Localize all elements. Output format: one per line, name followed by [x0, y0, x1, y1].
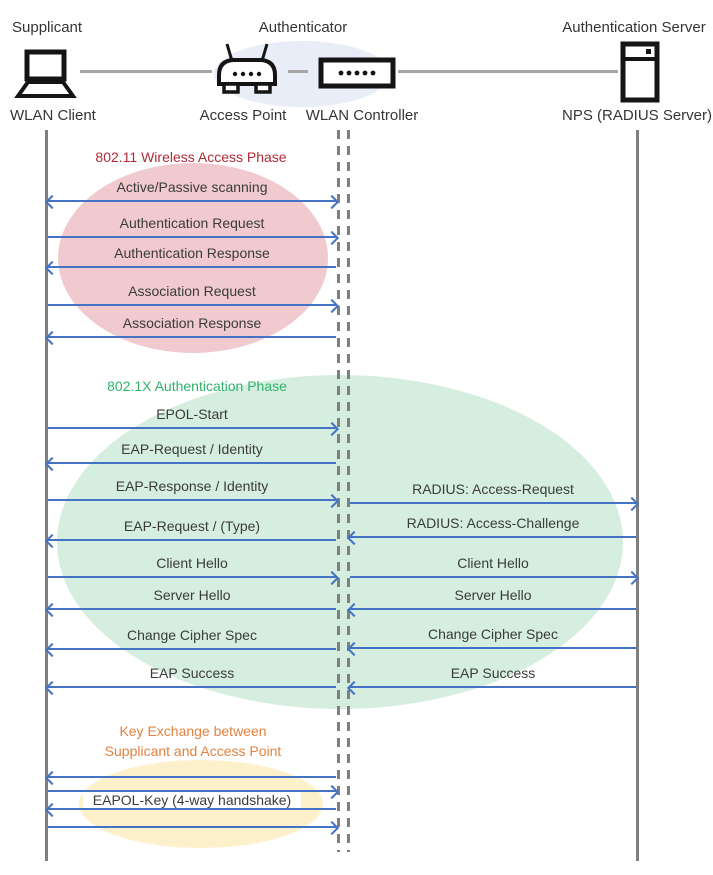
phase3-title-line2: Supplicant and Access Point [104, 743, 282, 759]
message-arrow [44, 642, 336, 657]
message-arrow [44, 194, 340, 209]
message-arrow [44, 802, 336, 817]
message-arrow [48, 570, 340, 585]
radius-server-lifeline [636, 130, 639, 861]
message-label: EAPOL-Key (4-way handshake) [48, 791, 336, 809]
message-arrow [44, 533, 336, 548]
message-arrow [346, 680, 636, 695]
supplicant-lifeline [45, 130, 48, 861]
message-arrow [44, 602, 336, 617]
message-arrow [346, 602, 636, 617]
message-arrow [44, 456, 336, 471]
message-arrow [44, 680, 336, 695]
phase1-highlight-ellipse [58, 163, 328, 353]
device-wlan-client: WLAN Client [10, 107, 96, 124]
message-label: Server Hello [153, 587, 231, 603]
device-radius-server: NPS (RADIUS Server) [561, 107, 713, 124]
message-arrow [48, 421, 340, 436]
wlan-controller-dashed-lifeline-left [337, 130, 340, 852]
role-authentication-server: Authentication Server [562, 19, 706, 36]
message-label: EAP-Request / Identity [121, 441, 263, 457]
phase3-title-line1: Key Exchange between [119, 723, 267, 739]
message-arrow [48, 820, 340, 835]
message-label: Association Response [122, 315, 262, 331]
phase3-title: Key Exchange between Supplicant and Acce… [43, 721, 343, 761]
phase2-title: 802.1X Authentication Phase [107, 378, 287, 394]
ap-to-controller-connector [288, 70, 308, 73]
message-arrow [44, 330, 336, 345]
message-label: EAP Success [450, 665, 536, 681]
message-label: EPOL-Start [156, 406, 228, 422]
message-label: Client Hello [457, 555, 529, 571]
message-arrow [350, 570, 640, 585]
message-arrow [48, 230, 340, 245]
role-supplicant: Supplicant [12, 19, 83, 36]
server-icon [620, 41, 660, 108]
message-arrow [48, 784, 340, 799]
message-label: Authentication Response [114, 245, 270, 261]
message-label: Change Cipher Spec [127, 627, 257, 643]
message-label: EAP-Response / Identity [115, 478, 269, 494]
message-arrow [44, 770, 336, 785]
message-label: Authentication Request [119, 215, 265, 231]
device-wlan-controller: WLAN Controller [305, 107, 419, 124]
message-label: RADIUS: Access-Challenge [406, 515, 580, 531]
phase2-highlight-ellipse [57, 375, 623, 709]
message-label: Server Hello [454, 587, 532, 603]
wlan-controller-dashed-lifeline-right [347, 130, 350, 852]
laptop-icon [11, 49, 79, 106]
access-point-icon [212, 42, 282, 107]
device-access-point: Access Point [199, 107, 287, 124]
message-arrow [48, 298, 340, 313]
message-label: RADIUS: Access-Request [412, 481, 574, 497]
message-label: Client Hello [156, 555, 228, 571]
message-label: EAP Success [149, 665, 235, 681]
message-label: Active/Passive scanning [116, 179, 268, 195]
message-arrow [48, 493, 340, 508]
wlan-controller-icon [318, 57, 396, 94]
message-arrow [44, 260, 336, 275]
role-authenticator: Authenticator [258, 19, 348, 36]
message-arrow [346, 530, 636, 545]
message-label: Association Request [128, 283, 256, 299]
phase1-title: 802.11 Wireless Access Phase [95, 149, 287, 165]
client-to-ap-connector [80, 70, 212, 73]
message-label: EAP-Request / (Type) [123, 518, 261, 534]
controller-to-server-connector [398, 70, 618, 73]
eapol-key-label: EAPOL-Key (4-way handshake) [82, 791, 302, 809]
message-label: Change Cipher Spec [428, 626, 558, 642]
message-arrow [350, 496, 640, 511]
message-arrow [346, 641, 636, 656]
